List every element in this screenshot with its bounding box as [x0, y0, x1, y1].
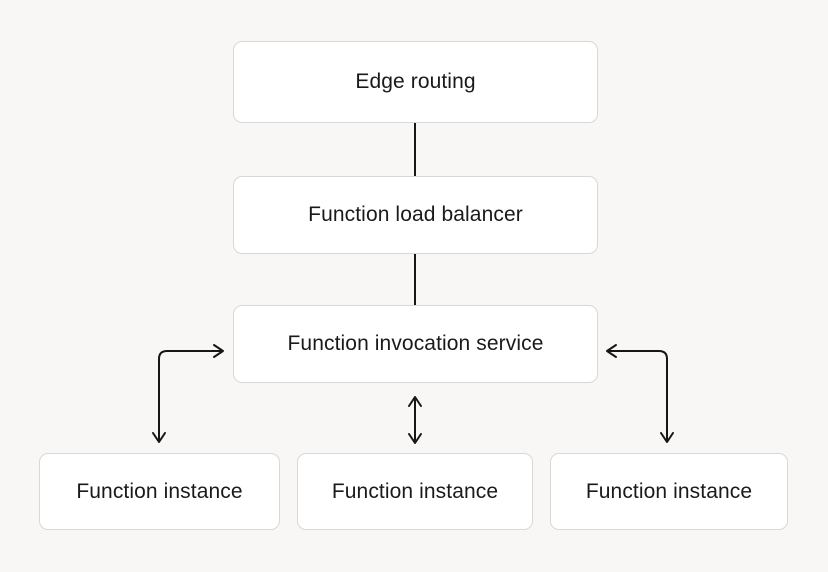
connector-invocation-to-instance-2	[408, 396, 422, 444]
node-label: Function instance	[585, 479, 753, 503]
node-function-load-balancer: Function load balancer	[233, 176, 598, 254]
arrowhead-down-icon	[660, 432, 674, 443]
node-function-invocation-service: Function invocation service	[233, 305, 598, 383]
arrowhead-down-icon	[408, 433, 422, 444]
node-label: Function instance	[331, 479, 499, 503]
node-function-instance-1: Function instance	[39, 453, 280, 530]
arrowhead-down-icon	[152, 432, 166, 443]
connector-invocation-to-instance-1	[152, 344, 224, 443]
node-function-instance-2: Function instance	[297, 453, 533, 530]
node-edge-routing: Edge routing	[233, 41, 598, 123]
arrowhead-right-icon	[213, 344, 224, 358]
connector-invocation-to-instance-3	[606, 344, 674, 443]
node-label: Function load balancer	[308, 203, 523, 226]
elbow-line-right	[608, 350, 668, 441]
arrowhead-left-icon	[606, 344, 617, 358]
arrowhead-up-icon	[408, 396, 422, 407]
node-function-instance-3: Function instance	[550, 453, 788, 530]
node-label: Edge routing	[355, 70, 476, 93]
node-label: Function invocation service	[287, 332, 544, 355]
node-label: Function instance	[76, 479, 243, 503]
elbow-line-left	[158, 350, 222, 441]
